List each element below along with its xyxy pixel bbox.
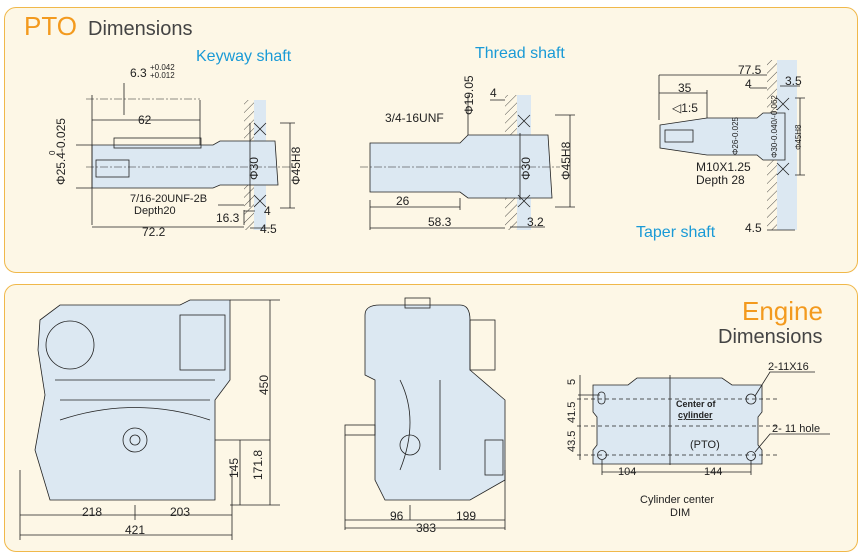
base-slot-label: 2-11X16 (768, 361, 809, 373)
thread-26: 26 (396, 194, 410, 208)
keyway-4-5: 4.5 (260, 222, 277, 236)
thread-shaft-label: Thread shaft (475, 45, 565, 62)
keyway-phi30: Φ30 (247, 157, 261, 180)
base-43-5: 43.5 (566, 431, 578, 452)
taper-shaft-label: Taper shaft (636, 224, 716, 241)
keyway-shaft-label: Keyway shaft (196, 48, 292, 65)
keyway-shaft-drawing: Keyway shaft 6.3 +0.042 +0.012 62 Φ25.4-… (48, 48, 303, 239)
cylinder-center-dim-drawing: 5 41.5 43.5 104 144 2-11X16 2- 11 hole C… (566, 361, 830, 519)
keyway-tol-lower: +0.012 (150, 71, 175, 80)
taper-depth: Depth 28 (696, 173, 745, 187)
front-171-8: 171.8 (251, 450, 265, 480)
engine-side-view: 96 199 383 (344, 297, 506, 535)
base-center-label: Center of (676, 399, 717, 409)
base-cylinder-label: cylinder (678, 410, 713, 420)
engine-title-main: Engine (742, 296, 823, 326)
taper-3-5: 3.5 (785, 74, 802, 88)
keyway-tol-upper: +0.042 (150, 63, 175, 72)
thread-phi30: Φ30 (519, 157, 533, 180)
keyway-diameter: Φ25.4-0.025 (54, 118, 68, 185)
taper-phi45: Φ45H8 (794, 124, 803, 150)
thread-phi19: Φ19.05 (462, 75, 476, 115)
taper-ratio: ◁1:5 (672, 101, 698, 115)
taper-4-5: 4.5 (745, 221, 762, 235)
base-caption-1: Cylinder center (640, 494, 714, 506)
taper-thread: M10X1.25 (696, 160, 751, 174)
pto-title-main: PTO (24, 11, 77, 41)
base-caption-2: DIM (670, 507, 690, 519)
taper-77-5: 77.5 (738, 63, 762, 77)
base-144: 144 (704, 466, 722, 478)
keyway-thread: 7/16-20UNF-2B (130, 193, 207, 205)
thread-phi45: Φ45H8 (559, 141, 573, 180)
taper-shaft-drawing: 77.5 35 4 3.5 ◁1:5 Φ26-0.025 Φ30-0.040/-… (636, 60, 805, 241)
side-383: 383 (416, 521, 436, 535)
thread-58-3: 58.3 (428, 215, 452, 229)
keyway-total: 72.2 (142, 225, 166, 239)
taper-4: 4 (745, 77, 752, 91)
keyway-diameter-zero: 0 (48, 150, 57, 155)
side-96: 96 (390, 509, 404, 523)
taper-35: 35 (678, 81, 692, 95)
base-pto-label: (PTO) (690, 439, 720, 451)
engine-front-view: 450 171.8 145 218 203 421 (19, 299, 280, 540)
engine-title-sub: Dimensions (718, 326, 822, 348)
side-199: 199 (456, 509, 476, 523)
thread-3-2: 3.2 (527, 215, 544, 229)
keyway-length-62: 62 (138, 113, 152, 127)
base-104: 104 (618, 466, 636, 478)
front-203: 203 (170, 505, 190, 519)
keyway-depth: Depth20 (134, 205, 176, 217)
keyway-phi45: Φ45H8 (289, 146, 303, 185)
keyway-width-dim: 6.3 (130, 66, 147, 80)
keyway-16-3: 16.3 (216, 211, 240, 225)
base-41-5: 41.5 (566, 402, 578, 423)
front-421: 421 (125, 523, 145, 537)
front-145: 145 (227, 458, 241, 478)
thread-4: 4 (490, 86, 497, 100)
thread-spec: 3/4-16UNF (385, 111, 444, 125)
front-218: 218 (82, 505, 102, 519)
thread-shaft-drawing: Thread shaft 3/4-16UNF Φ19.05 4 Φ30 Φ45H… (360, 45, 575, 230)
base-5: 5 (566, 379, 578, 385)
taper-phi26: Φ26-0.025 (731, 116, 740, 155)
front-450: 450 (257, 375, 271, 395)
base-hole-label: 2- 11 hole (772, 423, 820, 435)
taper-phi30: Φ30-0.040/-0.062 (770, 95, 779, 158)
pto-title-sub: Dimensions (88, 18, 192, 40)
keyway-4: 4 (264, 204, 271, 218)
